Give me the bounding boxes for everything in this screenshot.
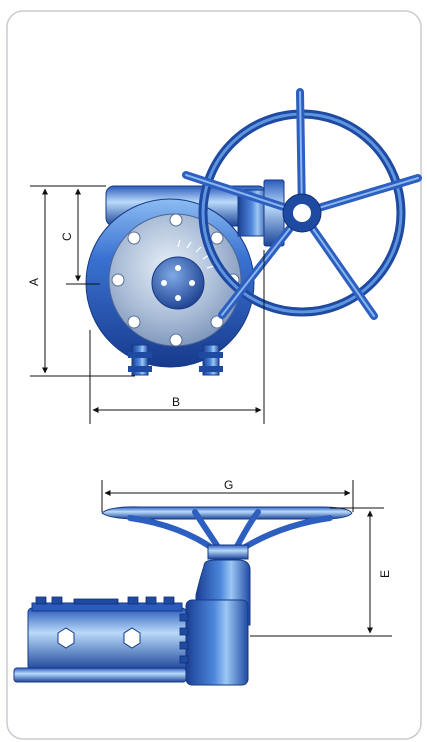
base-plate	[13, 667, 187, 683]
dimension-lines-side	[101, 480, 392, 637]
dim-label-b: B	[172, 395, 180, 409]
dim-label-c: C	[60, 232, 74, 241]
dimension-lines-front	[30, 185, 265, 424]
side-hex-bolts	[57, 627, 141, 649]
vertical-housing	[185, 599, 249, 686]
handwheel-side-hub	[207, 544, 249, 560]
gearbox-side-view	[13, 506, 353, 686]
horizontal-housing	[27, 607, 187, 671]
dim-label-a: A	[27, 278, 41, 286]
handwheel-side-rim	[101, 506, 353, 520]
dim-label-e: E	[378, 570, 392, 578]
dim-label-g: G	[224, 478, 233, 492]
hub-bolts	[161, 265, 195, 301]
flange-bolt-holes	[111, 213, 240, 347]
cover-bolts	[35, 596, 175, 605]
position-indicator-marks	[177, 239, 215, 269]
handwheel	[182, 88, 422, 320]
mounting-feet	[128, 344, 223, 376]
output-hub	[151, 256, 205, 310]
flange-bolts-column	[179, 613, 189, 664]
